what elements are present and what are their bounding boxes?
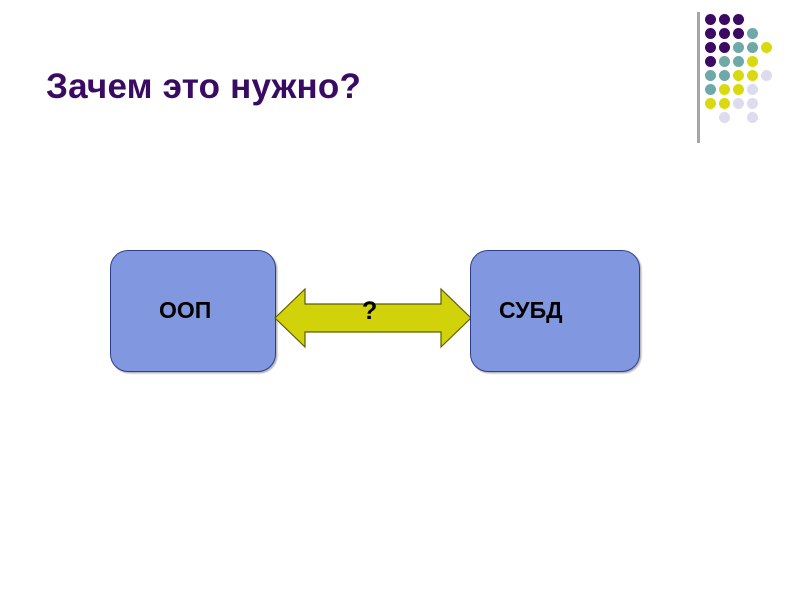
deco-dot-purple	[733, 14, 744, 25]
dot-grid	[705, 14, 800, 144]
deco-dot-teal	[719, 56, 730, 67]
arrow-label-question: ?	[362, 297, 378, 325]
deco-dot-purple	[719, 42, 730, 53]
decorative-dot-motif	[690, 4, 800, 146]
deco-dot-purple	[705, 14, 716, 25]
deco-dot-lavender	[761, 70, 772, 81]
bidirectional-arrow: ?	[273, 281, 473, 355]
deco-dot-purple	[719, 14, 730, 25]
deco-dot-teal	[747, 42, 758, 53]
deco-dot-teal	[733, 56, 744, 67]
page-title: Зачем это нужно?	[46, 67, 362, 106]
deco-dot-purple	[719, 28, 730, 39]
diagram-node-dbms[interactable]: СУБД	[470, 250, 640, 372]
diagram-node-oop[interactable]: ООП	[110, 250, 276, 372]
deco-dot-purple	[705, 42, 716, 53]
deco-dot-purple	[705, 28, 716, 39]
deco-dot-yellow	[719, 84, 730, 95]
deco-dot-yellow	[747, 70, 758, 81]
diagram-node-label: СУБД	[499, 297, 563, 323]
deco-dot-yellow	[705, 98, 716, 109]
deco-dot-teal	[747, 28, 758, 39]
deco-dot-purple	[705, 56, 716, 67]
deco-dot-yellow	[761, 42, 772, 53]
deco-dot-yellow	[733, 84, 744, 95]
deco-dot-teal	[733, 42, 744, 53]
deco-dot-lavender	[747, 98, 758, 109]
deco-dot-teal	[705, 70, 716, 81]
vertical-rule	[697, 12, 700, 143]
deco-dot-lavender	[719, 112, 730, 123]
deco-dot-teal	[719, 70, 730, 81]
deco-dot-yellow	[719, 98, 730, 109]
deco-dot-yellow	[747, 56, 758, 67]
deco-dot-yellow	[733, 70, 744, 81]
deco-dot-lavender	[747, 112, 758, 123]
diagram-node-label: ООП	[159, 297, 212, 323]
deco-dot-purple	[733, 28, 744, 39]
deco-dot-lavender	[747, 84, 758, 95]
deco-dot-lavender	[733, 98, 744, 109]
deco-dot-teal	[705, 84, 716, 95]
